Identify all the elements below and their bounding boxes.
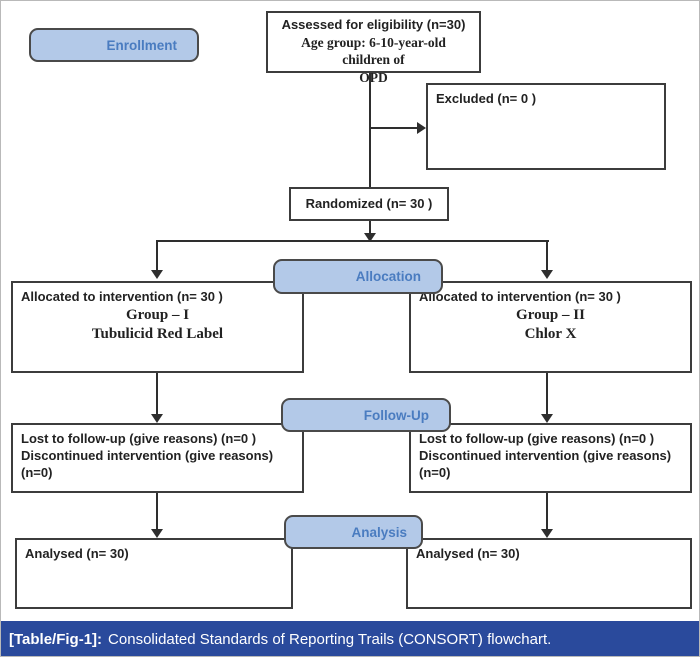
connector-assessed-randomized	[369, 73, 371, 187]
followup-left-line3: (n=0)	[21, 464, 53, 480]
arrowhead-an-left	[151, 529, 163, 538]
allocated-right-line2: Group – II	[516, 306, 585, 323]
assessed-line3: OPD	[359, 69, 388, 85]
followup-right-line1: Lost to follow-up (give reasons) (n=0 )	[419, 431, 655, 446]
analysed-left-box: Analysed (n= 30)	[15, 538, 293, 609]
arrowhead-alloc-right	[541, 270, 553, 279]
allocated-left-box: Allocated to intervention (n= 30 ) Group…	[11, 281, 304, 373]
randomized-box: Randomized (n= 30 )	[289, 187, 449, 221]
assessed-line2: Age group: 6-10-year-old children of	[301, 34, 446, 68]
followup-right-box: Lost to follow-up (give reasons) (n=0 ) …	[409, 423, 692, 493]
arrowhead-fu-left	[151, 414, 163, 423]
connector-alloc-fu-right	[546, 373, 548, 414]
arrowhead-fu-right	[541, 414, 553, 423]
connector-fu-an-right	[546, 493, 548, 529]
followup-right-line3: (n=0)	[419, 464, 451, 480]
randomized-text: Randomized (n= 30 )	[305, 195, 433, 211]
assessed-line1: Assessed for eligibility (n=30)	[281, 17, 466, 32]
analysed-right-text: Analysed (n= 30)	[416, 546, 520, 561]
allocated-right-line3: Chlor X	[524, 326, 577, 343]
stage-pill-analysis: Analysis	[284, 515, 423, 549]
stage-label-analysis: Analysis	[351, 524, 407, 540]
analysed-right-box: Analysed (n= 30)	[406, 538, 692, 609]
allocated-left-line1: Allocated to intervention (n= 30 )	[21, 289, 223, 304]
connector-fu-an-left	[156, 493, 158, 529]
arrowhead-excluded	[417, 122, 426, 134]
analysed-left-text: Analysed (n= 30)	[25, 546, 129, 561]
allocated-right-box: Allocated to intervention (n= 30 ) Group…	[409, 281, 692, 373]
allocated-left-line3: Tubulicid Red Label	[91, 326, 224, 343]
excluded-text: Excluded (n= 0 )	[436, 91, 537, 106]
connector-branch-right	[546, 240, 548, 271]
stage-label-allocation: Allocation	[355, 269, 421, 284]
arrowhead-branch-center	[364, 233, 376, 242]
stage-pill-allocation: Allocation	[273, 259, 443, 294]
figure-caption-label: [Table/Fig-1]:	[9, 631, 103, 648]
arrowhead-alloc-left	[151, 270, 163, 279]
connector-alloc-fu-left	[156, 373, 158, 414]
connector-to-excluded	[370, 127, 417, 129]
assessed-eligibility-box: Assessed for eligibility (n=30) Age grou…	[266, 11, 481, 85]
followup-left-line1: Lost to follow-up (give reasons) (n=0 )	[21, 431, 257, 446]
stage-pill-enrollment: Enrollment	[29, 28, 199, 62]
arrowhead-an-right	[541, 529, 553, 538]
stage-label-enrollment: Enrollment	[106, 37, 177, 53]
figure-caption-bar: [Table/Fig-1]: Consolidated Standards of…	[1, 621, 699, 656]
connector-branch-left	[156, 240, 158, 271]
followup-right-line2: Discontinued intervention (give reasons)	[419, 447, 672, 463]
stage-label-followup: Follow-Up	[363, 407, 429, 423]
stage-pill-followup: Follow-Up	[281, 398, 451, 432]
connector-randomized-branch	[369, 221, 371, 234]
followup-left-box: Lost to follow-up (give reasons) (n=0 ) …	[11, 423, 304, 493]
allocated-right-line1: Allocated to intervention (n= 30 )	[419, 289, 621, 304]
branch-line	[157, 240, 549, 242]
followup-left-line2: Discontinued intervention (give reasons)	[21, 447, 274, 463]
excluded-box: Excluded (n= 0 )	[426, 83, 666, 170]
figure-caption-text: Consolidated Standards of Reporting Trai…	[108, 631, 552, 648]
allocated-left-line2: Group – I	[125, 306, 190, 323]
